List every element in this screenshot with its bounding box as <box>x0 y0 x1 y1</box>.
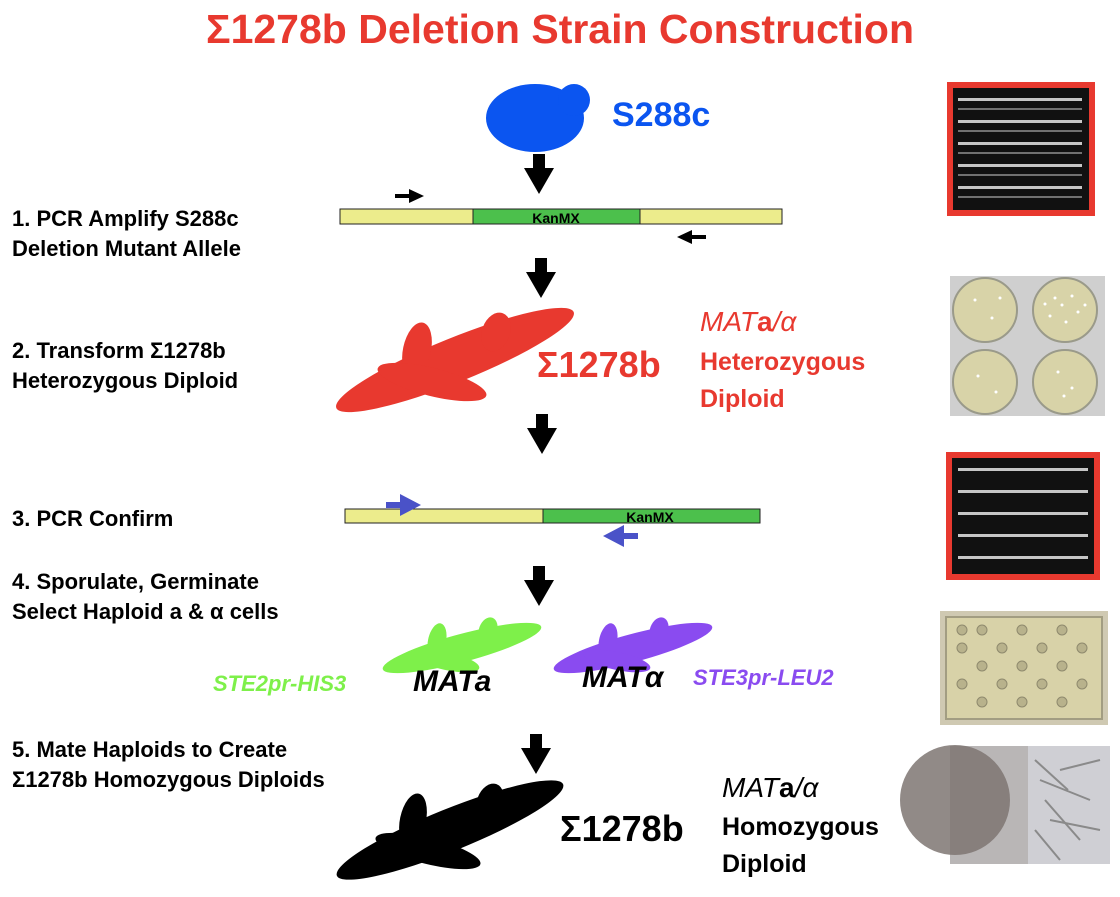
step-2-line2: Heterozygous Diploid <box>12 368 239 393</box>
kanmx-label-2: KanMX <box>626 509 674 525</box>
s288c-label: S288c <box>612 96 711 134</box>
step-1-line1: 1. PCR Amplify S288c <box>12 206 239 231</box>
ste3-marker-label: STE3pr-LEU2 <box>693 665 834 690</box>
step-5-line1: 5. Mate Haploids to Create <box>12 737 288 762</box>
down-arrow-1 <box>524 154 554 194</box>
step-4-line2: Select Haploid a & α cells <box>12 599 279 624</box>
sigma-heterozygous-diploid-cell <box>336 307 574 413</box>
mat-prefix-homo: MAT <box>722 772 780 803</box>
step-4-line1: 4. Sporulate, Germinate <box>12 569 259 594</box>
reverse-primer-arrow <box>677 230 706 244</box>
gel-image-2 <box>946 452 1100 580</box>
step-2-line1: 2. Transform Σ1278b <box>12 338 226 363</box>
confirm-forward-primer-arrow <box>386 494 421 516</box>
step-5-line2: Σ1278b Homozygous Diploids <box>12 767 325 792</box>
mat-a-bold-homo: a <box>779 772 795 803</box>
gel-image-1 <box>947 82 1095 216</box>
mat-a-label: MATa <box>413 665 492 698</box>
diploid-label-hetero: Diploid <box>700 385 785 413</box>
deletion-allele-construct: KanMX <box>339 208 783 226</box>
down-arrow-4 <box>524 566 554 606</box>
step-3-line1: 3. PCR Confirm <box>12 506 174 531</box>
homozygous-label: Homozygous <box>722 813 879 841</box>
step-2: 2. Transform Σ1278b Heterozygous Diploid <box>12 336 238 396</box>
mat-a-alpha-label-homo: MATa/α <box>722 772 818 804</box>
step-1-line2: Deletion Mutant Allele <box>12 236 241 261</box>
down-arrow-2 <box>526 258 556 298</box>
step-3: 3. PCR Confirm <box>12 504 173 534</box>
mat-alpha-suffix: /α <box>772 306 797 337</box>
filamentous-growth-micrograph <box>900 745 1110 864</box>
diploid-label-homo: Diploid <box>722 850 807 878</box>
confirm-reverse-primer-arrow <box>603 525 638 547</box>
down-arrow-3 <box>527 414 557 454</box>
heterozygous-label: Heterozygous <box>700 348 866 376</box>
mat-a-haploid-cell <box>382 617 542 674</box>
step-1: 1. PCR Amplify S288c Deletion Mutant All… <box>12 204 241 264</box>
s288c-yeast-cell <box>486 84 590 152</box>
forward-primer-arrow <box>395 189 424 203</box>
mat-alpha-suffix-homo: /α <box>794 772 819 803</box>
ste2-marker-label: STE2pr-HIS3 <box>213 671 347 696</box>
page-title: Σ1278b Deletion Strain Construction <box>205 6 915 52</box>
down-arrow-5 <box>521 734 551 774</box>
confirm-construct: KanMX <box>344 508 761 525</box>
step-5: 5. Mate Haploids to Create Σ1278b Homozy… <box>12 735 325 795</box>
mat-alpha-label: MATα <box>582 661 664 694</box>
step-4: 4. Sporulate, Germinate Select Haploid a… <box>12 567 279 627</box>
kanmx-label-1: KanMX <box>532 210 580 226</box>
sigma-label-homo: Σ1278b <box>560 808 684 849</box>
mat-prefix: MAT <box>700 306 758 337</box>
mat-a-bold: a <box>757 306 773 337</box>
transformation-plates-image <box>950 276 1105 416</box>
mat-alpha-haploid-cell <box>553 617 713 674</box>
haploid-selection-plate-image <box>940 611 1108 725</box>
sigma-label-hetero: Σ1278b <box>537 344 661 385</box>
mat-a-alpha-label-hetero: MATa/α <box>700 306 796 338</box>
sigma-homozygous-diploid-cell <box>336 780 564 880</box>
